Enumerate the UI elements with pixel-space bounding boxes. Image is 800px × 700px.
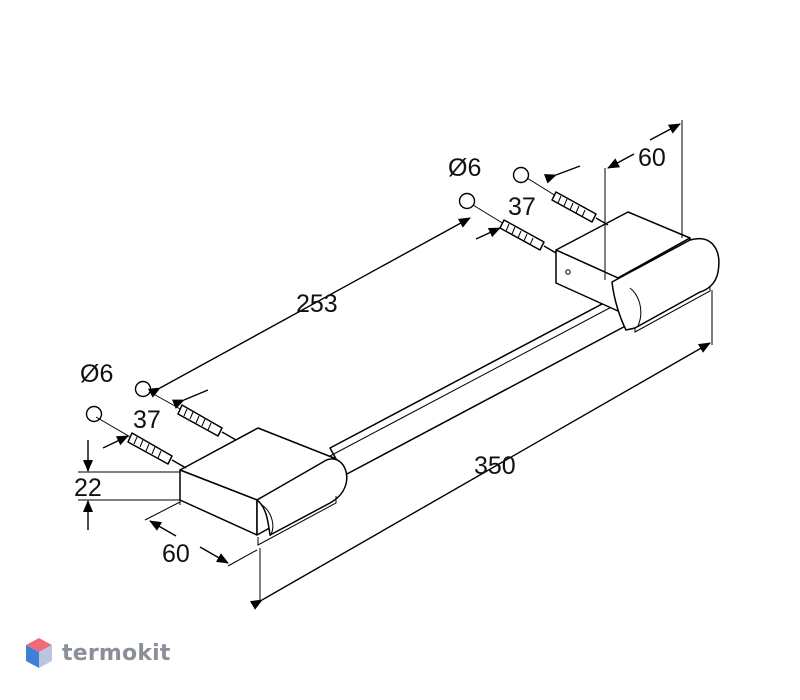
right-mount-bracket bbox=[555, 211, 720, 333]
right-depth-dimension-arrow-b bbox=[607, 153, 635, 169]
grab-bar-tube bbox=[329, 285, 651, 476]
left-depth-dimension-arrow-a bbox=[199, 546, 229, 564]
watermark-text: termokit bbox=[62, 640, 171, 666]
right-screw-length-label: 37 bbox=[508, 193, 536, 221]
overall-length-dimension-line bbox=[249, 342, 711, 610]
left-hole-marker-lower bbox=[85, 405, 103, 423]
right-screw-length-arrow-b bbox=[475, 227, 501, 240]
left-hole-marker-upper bbox=[134, 380, 152, 398]
right-screw-upper bbox=[526, 177, 609, 226]
right-screw-lower bbox=[472, 204, 557, 254]
right-hole-marker-upper bbox=[512, 166, 530, 184]
left-screw-length-arrow-a bbox=[171, 389, 209, 409]
left-screw-length-arrow-b bbox=[102, 435, 129, 449]
left-screw-upper bbox=[149, 391, 237, 441]
right-hole-marker-lower bbox=[458, 192, 476, 210]
right-screw-length-arrow-a bbox=[543, 165, 581, 184]
right-depth-dimension-arrow-a bbox=[649, 123, 681, 141]
left-depth-label: 60 bbox=[162, 540, 190, 568]
hole-spacing-label: 253 bbox=[296, 290, 338, 318]
left-hole-diameter-label: Ø6 bbox=[80, 360, 113, 388]
overall-length-label: 350 bbox=[474, 452, 516, 480]
hole-spacing-dimension-line bbox=[147, 217, 471, 398]
right-hole-diameter-label: Ø6 bbox=[448, 154, 481, 182]
cube-logo-icon bbox=[26, 638, 52, 668]
left-depth-dimension-arrow-b bbox=[149, 520, 177, 537]
height-label: 22 bbox=[74, 474, 102, 502]
left-screw-length-label: 37 bbox=[133, 406, 161, 434]
left-mount-bracket bbox=[179, 427, 348, 546]
left-screw-lower bbox=[95, 416, 187, 469]
right-depth-label: 60 bbox=[638, 144, 666, 172]
watermark: termokit bbox=[24, 636, 171, 670]
